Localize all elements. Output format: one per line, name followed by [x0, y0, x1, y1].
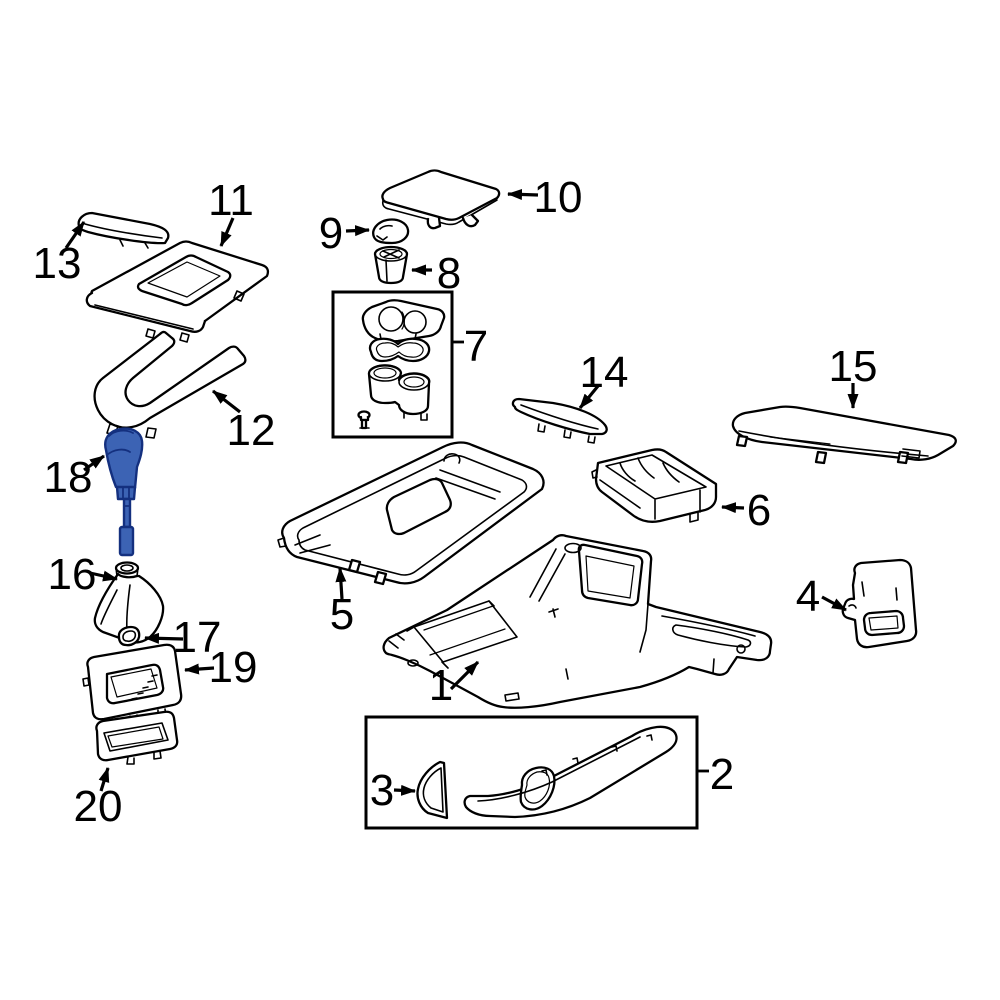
callout-5-arrow: [335, 567, 347, 600]
callout-4-arrow: [821, 595, 847, 612]
part-18-shift-knob: [104, 427, 144, 557]
callout-8: 8: [411, 249, 461, 298]
callout-20-arrow: [98, 767, 110, 792]
callout-17-label: 17: [173, 613, 222, 662]
callout-3-label: 3: [370, 766, 394, 815]
part-9-cap: [372, 218, 410, 245]
callout-2-label: 2: [710, 750, 734, 799]
callout-7-label: 7: [464, 322, 488, 371]
callout-18-label: 18: [44, 453, 93, 502]
callout-7: 7: [453, 322, 488, 371]
part-11-console-top-plate: [85, 240, 270, 343]
callout-6-arrow: [721, 502, 745, 514]
callout-4-label: 4: [796, 572, 820, 621]
callout-20: 20: [74, 767, 123, 831]
callout-1-arrow: [449, 660, 480, 691]
callout-15: 15: [829, 342, 878, 409]
box-2-frame: [364, 715, 699, 830]
callout-19-label: 19: [209, 643, 258, 692]
callout-9: 9: [319, 209, 370, 258]
part-7-cupholder-plate: [361, 299, 446, 343]
callout-12-label: 12: [227, 406, 276, 455]
callouts: 1 2 3 4 5 6 7 8: [33, 173, 878, 831]
part-20-trim-frame: [95, 710, 179, 765]
callout-4: 4: [796, 572, 847, 621]
part-7-gasket: [368, 333, 431, 363]
callout-10-arrow: [507, 188, 539, 200]
callout-13: 13: [33, 221, 86, 288]
callout-16-arrow: [89, 570, 118, 582]
callout-17: 17: [144, 613, 222, 662]
callout-2: 2: [698, 750, 734, 799]
part-10-lid: [381, 169, 501, 230]
part-13-trim-strip: [77, 211, 170, 249]
callout-19: 19: [184, 643, 258, 692]
part-12-frame: [93, 330, 247, 439]
callout-19-arrow: [184, 663, 215, 675]
callout-8-label: 8: [437, 249, 461, 298]
callout-6-label: 6: [747, 486, 771, 535]
callout-14: 14: [578, 348, 629, 410]
part-3-corner-trim: [416, 760, 449, 820]
callout-17-arrow: [144, 632, 184, 644]
callout-14-arrow: [578, 384, 600, 410]
part-1-console-body: [382, 534, 773, 709]
callout-12: 12: [212, 389, 276, 455]
callout-13-label: 13: [33, 239, 82, 288]
callout-10-label: 10: [534, 173, 583, 222]
part-5-upper-console: [277, 441, 545, 586]
callout-5-label: 5: [330, 590, 354, 639]
callout-11-arrow: [219, 217, 235, 247]
callout-13-arrow: [64, 221, 86, 249]
part-17-ring: [117, 625, 141, 647]
callout-20-label: 20: [74, 782, 123, 831]
callout-5: 5: [330, 567, 354, 639]
part-14-trim-strip: [511, 397, 608, 444]
callout-11-label: 11: [208, 176, 254, 225]
part-15-armrest-lid: [731, 405, 957, 465]
box-7-frame: [331, 290, 454, 439]
callout-18-arrow: [83, 454, 105, 472]
callout-1: 1: [429, 660, 480, 710]
callout-9-arrow: [345, 225, 370, 237]
group-box-2: [364, 715, 699, 830]
part-7-cup-body: [367, 364, 431, 421]
callout-6: 6: [721, 486, 771, 535]
callout-16-label: 16: [48, 550, 97, 599]
callout-14-label: 14: [580, 348, 629, 397]
callout-10: 10: [507, 173, 583, 222]
callout-15-label: 15: [829, 342, 878, 391]
callout-1-label: 1: [429, 661, 453, 710]
part-8-cup-insert: [373, 245, 409, 285]
part-2-side-panel: [463, 725, 678, 819]
callout-3: 3: [370, 766, 416, 815]
part-4-bracket: [841, 558, 918, 649]
callout-11: 11: [208, 176, 254, 247]
group-box-7: [331, 290, 454, 439]
callout-16: 16: [48, 550, 118, 599]
part-7-screw: [357, 410, 371, 430]
part-6-storage-bin: [591, 448, 718, 523]
callout-3-arrow: [393, 784, 416, 796]
callout-12-arrow: [212, 389, 241, 414]
callout-9-label: 9: [319, 209, 343, 258]
callout-18: 18: [44, 453, 105, 502]
